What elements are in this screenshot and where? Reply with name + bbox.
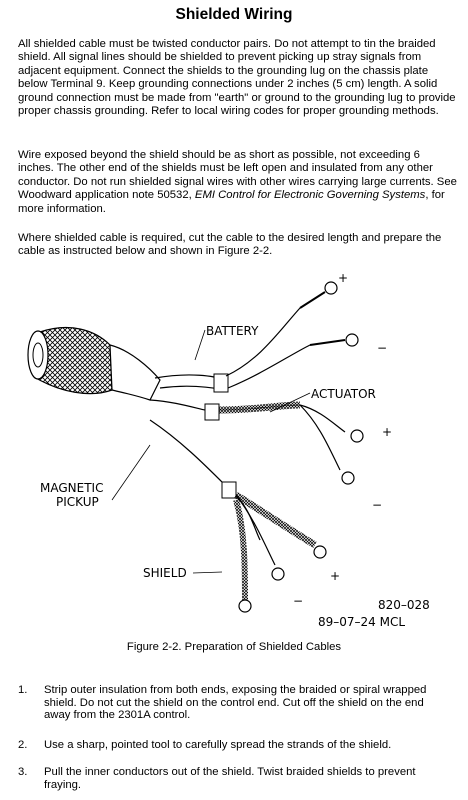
actuator-branch [149,399,364,485]
shielded-cable-figure: BATTERY ACTUATOR MAGNETIC PICKUP SHIELD … [0,262,468,637]
battery-minus: − [377,341,387,355]
actuator-minus: − [372,498,382,512]
label-pickup: PICKUP [56,495,99,509]
step-text: Use a sharp, pointed tool to carefully s… [44,739,392,751]
step-text: Strip outer insulation from both ends, e… [44,684,427,721]
cable-jacket [27,326,161,401]
paragraph-exposed-wire: Wire exposed beyond the shield should be… [18,149,458,216]
step-number: 3. [18,766,28,778]
label-actuator: ACTUATOR [311,387,376,401]
pickup-leader [111,444,151,501]
pickup-plus: + [330,569,340,583]
battery-leader [194,329,206,361]
app-note-title: EMI Control for Electronic Governing Sys… [194,189,426,202]
step-number: 2. [18,739,28,751]
paragraph-prepare-cable: Where shielded cable is required, cut th… [18,232,442,258]
pickup-branch [149,419,327,613]
label-shield: SHIELD [143,566,187,580]
drawing-date: 89–07–24 MCL [318,615,405,629]
paragraph-exposed-wire-end: , for more information. [18,189,445,215]
shield-leader [192,571,223,574]
battery-branch [154,281,359,393]
label-magnetic: MAGNETIC [40,481,103,495]
step-number: 1. [18,684,28,696]
pickup-minus: − [293,594,303,608]
paragraph-grounding: All shielded cable must be twisted condu… [18,38,456,118]
actuator-plus: + [382,425,392,439]
actuator-leader [269,392,311,413]
drawing-number: 820–028 [378,598,430,612]
cable-drawing: BATTERY ACTUATOR MAGNETIC PICKUP SHIELD … [27,271,430,629]
page-title: Shielded Wiring [175,6,293,23]
paragraph-exposed-wire-text: Wire exposed beyond the shield should be… [18,149,457,202]
label-battery: BATTERY [206,324,259,338]
battery-plus: + [338,271,348,285]
figure-caption: Figure 2-2. Preparation of Shielded Cabl… [126,641,342,653]
step-text: Pull the inner conductors out of the shi… [44,766,416,791]
